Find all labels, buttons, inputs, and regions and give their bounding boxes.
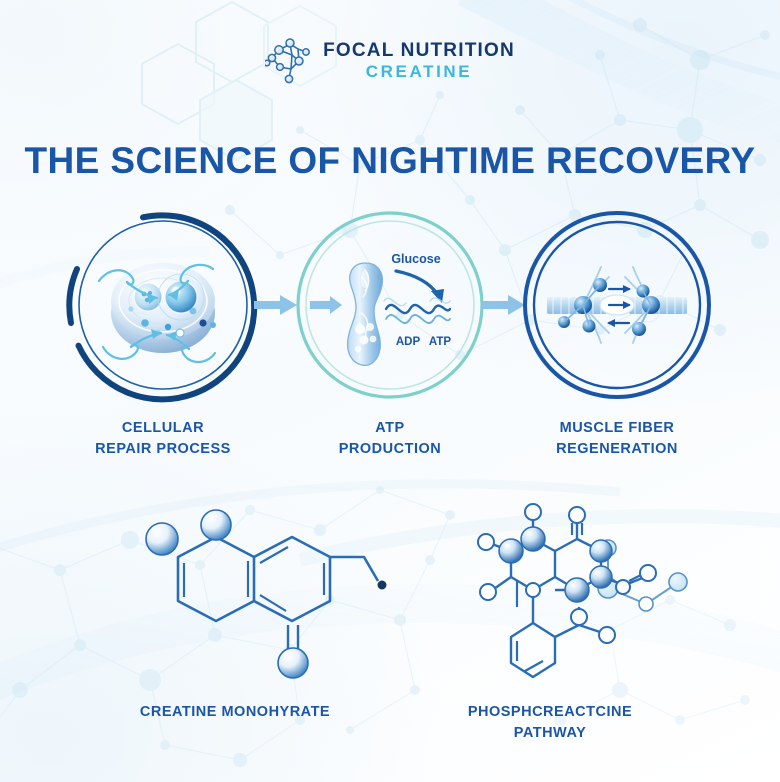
caption-atp-production: ATP PRODUCTION [275, 418, 505, 460]
molecule-captions: CREATINE MONOHYRATE PHOSPHCREACTCINE PAT… [0, 702, 780, 762]
caption-phosphocreatine-pathway: PHOSPHCREACTCINE PATHWAY [405, 702, 695, 744]
caption-line-2: PATHWAY [513, 725, 587, 742]
molecule-icon [265, 38, 311, 84]
adp-label: ADP [396, 336, 421, 348]
stage-captions: CELLULAR REPAIR PROCESS ATP PRODUCTION M… [0, 418, 780, 478]
caption-line-2: REGENERATION [556, 441, 678, 458]
caption-cellular-repair: CELLULAR REPAIR PROCESS [48, 418, 278, 460]
multiring-molecule-icon [477, 503, 657, 679]
caption-line-1: CELLULAR [121, 420, 205, 436]
caption-line-2: REPAIR PROCESS [95, 441, 231, 458]
brand-name: FOCAL NUTRITION [323, 39, 515, 61]
brand-subtitle: CREATINE [365, 61, 473, 81]
caption-creatine-monohydrate: CREATINE MONOHYRATE [90, 702, 380, 723]
caption-line-1: ATP [375, 420, 405, 436]
caption-line-1: PHOSPHCREACTCINE [467, 704, 633, 720]
glucose-label: Glucose [391, 252, 440, 266]
brand-logo: FOCAL NUTRITION CREATINE [0, 36, 780, 84]
caption-line-1: CREATINE MONOHYRATE [139, 704, 331, 720]
molecule-diagrams [0, 495, 780, 695]
stage-icon-muscle-fiber [523, 211, 711, 399]
stage-icon-cellular-repair [66, 212, 258, 403]
caption-muscle-fiber: MUSCLE FIBER REGENERATION [502, 418, 732, 460]
atp-label: ATP [429, 336, 451, 348]
arrow-right-icon [254, 295, 297, 315]
caption-line-2: PRODUCTION [338, 441, 442, 458]
caption-line-1: MUSCLE FIBER [559, 420, 675, 436]
stage-icon-atp-production: Glucose ADP ATP [296, 211, 484, 399]
arrow-right-icon [482, 295, 525, 315]
process-stages: Glucose ADP ATP [0, 205, 780, 405]
page-title: THE SCIENCE OF NIGHTIME RECOVERY [24, 140, 756, 181]
bicyclic-molecule-icon [145, 509, 387, 679]
